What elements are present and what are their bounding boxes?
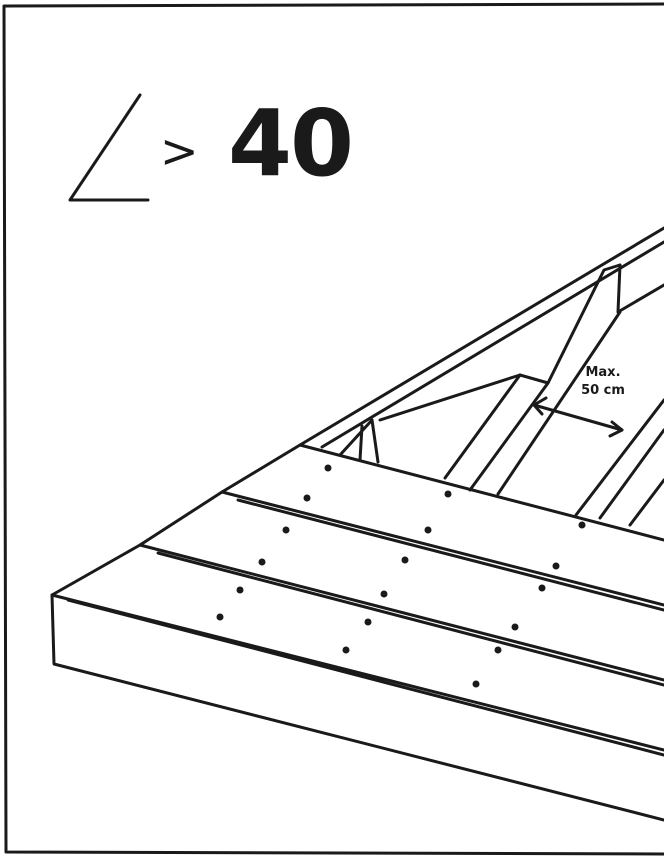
nail-dot	[380, 590, 388, 598]
rafter-2-top	[518, 263, 622, 385]
board-2	[138, 490, 664, 687]
spacing-arrow-icon	[532, 396, 624, 438]
spacing-label: Max. 50 cm	[568, 364, 638, 400]
nail-dot	[258, 558, 266, 566]
rafter-2	[443, 373, 550, 492]
spacing-label-line1: Max.	[585, 365, 621, 380]
nail-dot	[282, 526, 290, 534]
nail-dot	[472, 680, 480, 688]
nail-dot	[236, 586, 244, 594]
roof-inner-edge	[616, 283, 664, 314]
angle-symbol-icon	[68, 93, 150, 202]
roof-top-edge-inner	[320, 240, 664, 449]
nail-dot	[578, 521, 586, 529]
nail-dot	[342, 646, 350, 654]
nail-dot	[401, 556, 409, 564]
roof-top-edge	[298, 226, 664, 447]
board-3-front	[50, 593, 664, 822]
rafter-4	[628, 478, 664, 527]
board-3	[50, 543, 664, 757]
angle-comparator: >	[160, 124, 199, 178]
nail-dot	[538, 584, 546, 592]
nail-dot	[511, 623, 519, 631]
rafter-2-back	[496, 310, 622, 496]
nail-dot	[216, 613, 224, 621]
nail-dot	[424, 526, 432, 534]
nail-dot	[552, 562, 560, 570]
nail-dot	[324, 464, 332, 472]
nail-dot	[494, 646, 502, 654]
rafter-2-side	[616, 263, 622, 314]
nail-dot	[444, 490, 452, 498]
rafter-3	[574, 398, 664, 520]
board-1	[220, 443, 664, 612]
nail-dot	[303, 494, 311, 502]
angle-value: 40	[228, 90, 354, 197]
rafter-1	[338, 418, 380, 464]
spacing-label-line2: 50 cm	[581, 383, 625, 398]
rafter-mid	[378, 373, 522, 422]
nail-dots	[216, 464, 586, 688]
nail-dot	[364, 618, 372, 626]
